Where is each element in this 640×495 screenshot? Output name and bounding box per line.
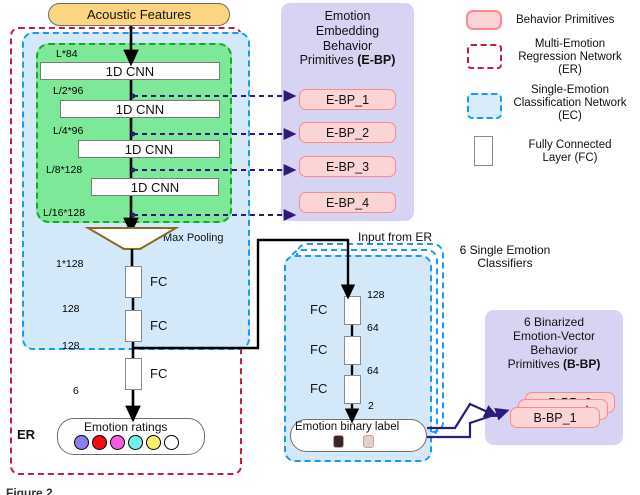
cnn-node-4[interactable]: 1D CNN — [91, 178, 219, 196]
legend-3-line-2: Classification Network — [513, 97, 627, 110]
legend-ec-icon — [467, 93, 502, 119]
ebp-panel-title: Emotion Embedding Behavior Primitives (E… — [283, 9, 412, 68]
sec-line-2: Classifiers — [477, 256, 533, 271]
er-fc-node-2-label: FC — [150, 318, 168, 333]
ebp-chip-2-label: E-BP_2 — [325, 125, 370, 140]
emotion-ratings-dots — [74, 435, 192, 451]
legend-2-line-2: Regression Network — [518, 51, 622, 64]
sec-line-1: 6 Single Emotion — [459, 243, 551, 257]
ebp-chip-1[interactable]: E-BP_1 — [299, 89, 396, 110]
emotion-dot-5 — [146, 435, 161, 450]
ec-dim-3: 2 — [368, 400, 374, 412]
er-dim-2: 128 — [62, 340, 80, 352]
legend-2-line-3: (ER) — [558, 64, 582, 77]
binary-chip-on — [333, 435, 344, 448]
bbp-title-line-4: Primitives — [507, 357, 563, 372]
acoustic-features-label: Acoustic Features — [86, 7, 192, 22]
max-pooling-label: Max Pooling — [163, 232, 224, 244]
er-dim-1: 128 — [62, 303, 80, 315]
legend-chip-icon — [466, 10, 502, 30]
emotion-dot-6 — [164, 435, 179, 450]
binary-chip-off — [363, 435, 374, 448]
bbp-panel-title: 6 Binarized Emotion-Vector Behavior Prim… — [487, 315, 621, 372]
legend-2-line-1: Multi-Emotion — [534, 38, 606, 50]
ec-fc-node-1-label: FC — [310, 302, 328, 317]
er-fc-node-3-label: FC — [150, 366, 168, 381]
ebp-chip-3-label: E-BP_3 — [325, 159, 370, 174]
ebp-chip-4[interactable]: E-BP_4 — [299, 192, 396, 213]
bbp-title-abbrev: (B-BP) — [563, 357, 601, 372]
bbp-chip-1-label: B-BP_1 — [533, 410, 577, 425]
ebp-title-line-4: Primitives — [299, 53, 358, 68]
emotion-binary-label-text: Emotion binary label — [295, 421, 400, 433]
acoustic-features-node[interactable]: Acoustic Features — [48, 3, 230, 26]
legend-4-line-2: Layer (FC) — [542, 152, 598, 165]
cnn-dim-0: L*84 — [56, 48, 78, 60]
legend-label-1: Behavior Primitives — [516, 14, 615, 26]
ec-dim-0: 128 — [367, 289, 385, 301]
single-emotion-classifiers-label: 6 Single Emotion Classifiers — [440, 243, 570, 271]
bbp-chip-1[interactable]: B-BP_1 — [510, 407, 600, 428]
ebp-title-abbrev: (E-BP) — [357, 53, 396, 68]
bbp-ellipsis: · — [585, 398, 592, 413]
cnn-dim-4: L/16*128 — [43, 207, 86, 219]
legend-er-icon — [467, 44, 502, 69]
cnn-node-3[interactable]: 1D CNN — [78, 140, 220, 158]
ebp-title-line-1: Emotion — [324, 9, 371, 23]
legend-label-4: Fully Connected Layer (FC) — [505, 139, 635, 165]
ebp-chip-3[interactable]: E-BP_3 — [299, 156, 396, 177]
ec-fc-node-2-label: FC — [310, 342, 328, 357]
er-fc-node-2[interactable] — [125, 310, 142, 342]
cnn-node-4-label: 1D CNN — [130, 179, 180, 195]
emotion-dot-1 — [74, 435, 89, 450]
ec-dim-2: 64 — [367, 365, 379, 377]
ebp-chip-2[interactable]: E-BP_2 — [299, 122, 396, 143]
er-tag: ER — [17, 427, 36, 442]
cnn-node-1[interactable]: 1D CNN — [40, 62, 220, 80]
legend-4-line-1: Fully Connected — [528, 139, 612, 151]
ec-fc-node-3[interactable] — [344, 375, 361, 404]
bbp-title-line-1: 6 Binarized — [523, 315, 585, 329]
ec-fc-node-2[interactable] — [344, 336, 361, 365]
legend-fc-icon — [474, 136, 493, 166]
er-dim-3: 6 — [73, 385, 79, 397]
bbp-title-line-2: Emotion-Vector — [512, 329, 596, 344]
er-fc-node-3[interactable] — [125, 358, 142, 390]
cnn-node-2-label: 1D CNN — [115, 101, 165, 117]
ebp-panel — [281, 3, 414, 221]
ec-dim-1: 64 — [367, 322, 379, 334]
ebp-title-line-2: Embedding — [315, 23, 380, 38]
cnn-dim-2: L/4*96 — [53, 125, 84, 137]
er-fc-node-1-label: FC — [150, 274, 168, 289]
legend-label-2: Multi-Emotion Regression Network (ER) — [506, 38, 634, 77]
bbp-title-line-3: Behavior — [530, 343, 578, 358]
er-dim-0: 1*128 — [56, 258, 84, 270]
ec-fc-node-3-label: FC — [310, 381, 328, 396]
emotion-dot-2 — [92, 435, 107, 450]
ebp-title-line-3: Behavior — [322, 38, 373, 53]
cnn-dim-1: L/2*96 — [53, 85, 84, 97]
emotion-dot-3 — [110, 435, 125, 450]
cnn-dim-3: L/8*128 — [46, 164, 83, 176]
emotion-dot-4 — [128, 435, 143, 450]
er-fc-node-1[interactable] — [125, 266, 142, 298]
cnn-node-1-label: 1D CNN — [105, 63, 155, 79]
input-from-er-label: Input from ER — [358, 230, 433, 244]
legend-3-line-3: (EC) — [558, 110, 582, 123]
legend-3-line-1: Single-Emotion — [531, 84, 609, 96]
emotion-ratings-label: Emotion ratings — [84, 420, 168, 434]
figure-caption-sliver: Figure 2 — [6, 484, 136, 495]
figure-caption-text: Figure 2 — [6, 486, 53, 495]
cnn-node-3-label: 1D CNN — [124, 141, 174, 157]
cnn-node-2[interactable]: 1D CNN — [60, 100, 220, 118]
ec-fc-node-1[interactable] — [344, 296, 361, 325]
ebp-chip-1-label: E-BP_1 — [325, 92, 370, 107]
legend-label-3: Single-Emotion Classification Network (E… — [503, 84, 637, 123]
ebp-chip-4-label: E-BP_4 — [325, 195, 370, 210]
